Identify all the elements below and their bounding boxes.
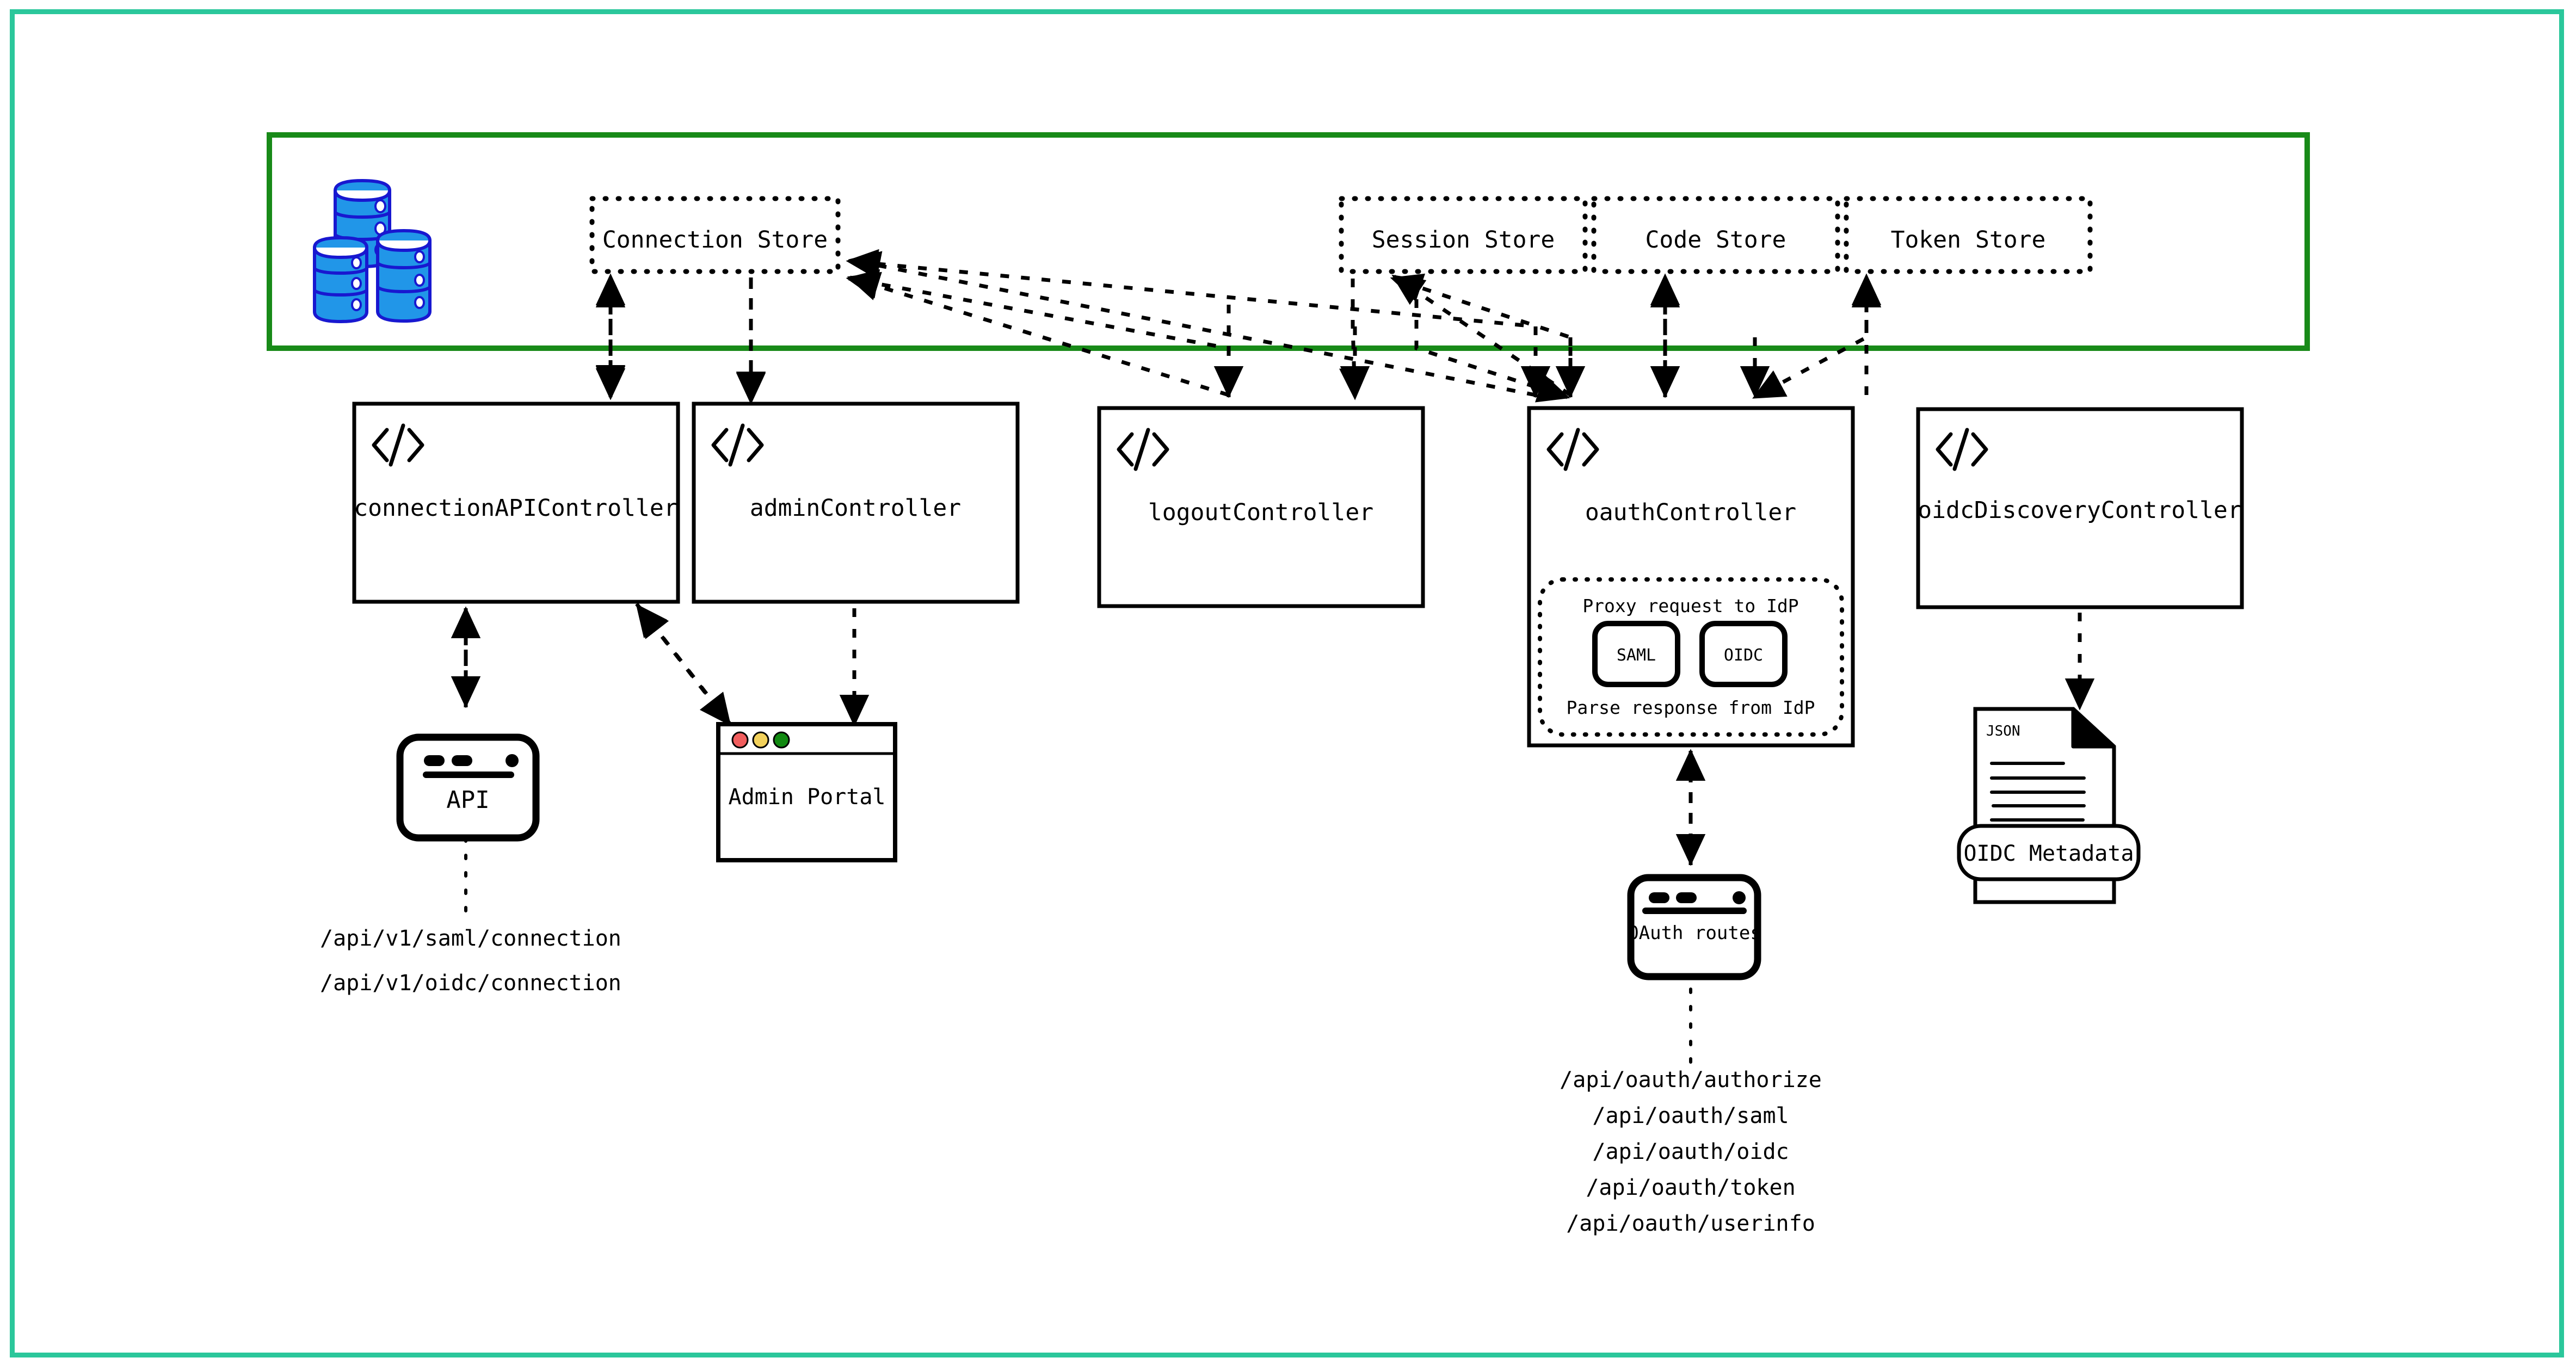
connection-path-item: /api/v1/saml/connection [320, 926, 621, 951]
window-control-dot [1733, 891, 1746, 904]
oauth-routes-node[interactable]: OAuth routes [1627, 874, 1761, 980]
oauth-path-item: /api/oauth/token [1586, 1175, 1795, 1200]
protocol-box-saml[interactable] [1592, 621, 1680, 687]
controller-label: connectionAPIController [354, 495, 677, 522]
api-node-label: API [446, 786, 489, 814]
storage-group-box [267, 132, 2310, 351]
window-control-dot [506, 754, 519, 767]
window-control-pill [1676, 892, 1697, 903]
lower-connector-arrows [451, 602, 2095, 866]
outer-frame-border [10, 9, 2564, 1357]
path-list-tails [464, 836, 1692, 1071]
window-separator-bar [423, 772, 514, 778]
document-fold-corner [2071, 707, 2116, 749]
oauth-path-item: /api/oauth/oidc [1592, 1139, 1789, 1164]
oauth-idp-proxy-group [1538, 577, 1844, 737]
protocol-label-oidc: OIDC [1724, 646, 1763, 665]
store-label-connection-store: Connection Store [602, 226, 828, 254]
connector-arrows-down [595, 280, 1770, 404]
database-cylinders-icon [313, 179, 432, 323]
traffic-light-green [773, 731, 790, 749]
code-brackets-icon [711, 423, 764, 467]
parse-response-label: Parse response from IdP [1567, 697, 1815, 718]
window-control-pill [1649, 892, 1669, 903]
oidc-metadata-label: OIDC Metadata [1963, 841, 2134, 866]
controller-label: oauthController [1585, 499, 1796, 526]
controller-oidcdiscoverycontroller[interactable]: oidcDiscoveryController [1916, 407, 2244, 609]
controller-connectionapicontroller[interactable]: connectionAPIController [352, 402, 680, 604]
controller-label: oidcDiscoveryController [1918, 497, 2241, 524]
proxy-request-label: Proxy request to IdP [1582, 595, 1798, 616]
oauth-path-item: /api/oauth/saml [1592, 1103, 1789, 1128]
oidc-metadata-badge [1957, 824, 2141, 881]
traffic-light-yellow [752, 731, 769, 749]
api-node[interactable]: API [396, 733, 540, 842]
store-label-session-store: Session Store [1372, 226, 1555, 254]
mac-window-icon [716, 722, 897, 862]
protocol-box-oidc[interactable] [1699, 621, 1788, 687]
controller-label: adminController [750, 495, 961, 522]
oidc-metadata-node[interactable]: JSON OIDC Metadata [1957, 707, 2141, 904]
store-label-token-store: Token Store [1891, 226, 2046, 254]
protocol-label-saml: SAML [1617, 646, 1656, 665]
code-brackets-icon [372, 423, 424, 467]
code-brackets-icon [1546, 428, 1599, 471]
connector-arrows [595, 249, 1882, 405]
oauth-routes-label: OAuth routes [1628, 922, 1761, 944]
connection-paths-list: /api/v1/saml/connection /api/v1/oidc/con… [320, 926, 621, 996]
traffic-light-red [731, 731, 749, 749]
window-control-pill [424, 755, 445, 766]
store-label-code-store: Code Store [1646, 226, 1786, 254]
controller-admincontroller[interactable]: adminController [692, 402, 1020, 604]
oauth-path-item: /api/oauth/userinfo [1566, 1211, 1815, 1236]
store-box-token-store[interactable] [1844, 196, 2093, 274]
window-separator-bar [1642, 908, 1747, 914]
document-type-label: JSON [1986, 723, 2020, 739]
connection-path-item: /api/v1/oidc/connection [320, 971, 621, 996]
store-box-code-store[interactable] [1591, 196, 1840, 274]
oauth-path-item: /api/oauth/authorize [1560, 1067, 1822, 1093]
code-brackets-icon [1936, 428, 1988, 471]
document-text-lines [1990, 762, 2086, 822]
controller-logoutcontroller[interactable]: logoutController [1097, 406, 1425, 608]
code-brackets-icon [1117, 428, 1169, 471]
store-box-session-store[interactable] [1339, 196, 1588, 274]
window-control-pill [452, 755, 472, 766]
controller-oauthcontroller[interactable]: oauthController Proxy request to IdP SAM… [1527, 406, 1855, 748]
admin-portal-node[interactable]: Admin Portal [716, 722, 897, 862]
controller-label: logoutController [1148, 499, 1373, 526]
store-box-connection-store[interactable] [589, 196, 841, 274]
admin-portal-label: Admin Portal [729, 785, 886, 810]
oauth-paths-list: /api/oauth/authorize /api/oauth/saml /ap… [1560, 1067, 1822, 1236]
connector-arrows-up [595, 251, 1882, 397]
